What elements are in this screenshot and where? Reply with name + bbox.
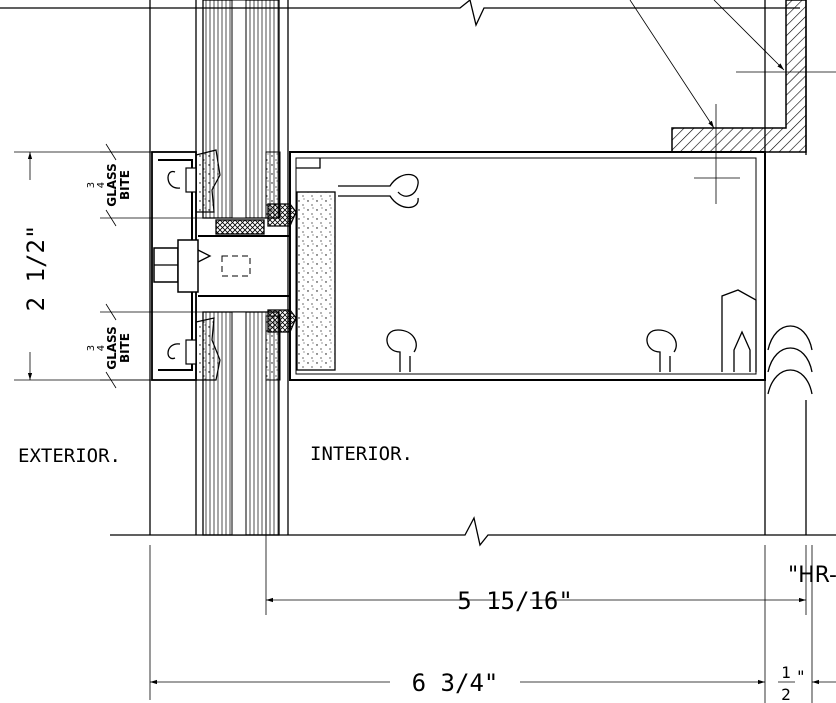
glass-bite-word1-top: GLASS xyxy=(105,163,119,207)
leader-lines xyxy=(629,0,836,204)
glass-bite-word2-top: BITE xyxy=(118,170,132,200)
height-dimension-label: 2 1/2" xyxy=(22,225,50,312)
mullion-tube xyxy=(289,151,766,381)
glass-bite-word1-bottom: GLASS xyxy=(105,326,119,370)
interior-label: INTERIOR. xyxy=(310,443,413,465)
break-line-top xyxy=(0,0,800,27)
exterior-label: EXTERIOR. xyxy=(18,445,121,467)
gap-num: 1 xyxy=(781,663,791,682)
glass-bite-den-bottom: 4 xyxy=(96,345,107,351)
gap-den: 2 xyxy=(781,685,791,703)
break-line-bottom xyxy=(110,516,836,547)
height-dimension xyxy=(14,151,150,381)
glass-bite-label-top: 3 4 GLASS BITE xyxy=(86,163,132,207)
thermal-spacer xyxy=(296,191,336,371)
back-seal xyxy=(767,325,813,395)
glass-bite-num-top: 3 xyxy=(86,182,97,188)
horizontal-dimensions xyxy=(149,330,836,703)
structure-hatch xyxy=(671,0,807,153)
interior-width-label: 5 15/16" xyxy=(457,587,573,615)
glass-bite-num-bottom: 3 xyxy=(86,345,97,351)
glass-bite-den-top: 4 xyxy=(96,182,107,188)
glass-bite-label-bottom: 3 4 GLASS BITE xyxy=(86,326,132,370)
exterior-gaskets xyxy=(195,149,281,381)
partial-callout: "HR- xyxy=(788,563,836,588)
gap-unit: " xyxy=(796,667,806,686)
glass-bite-word2-bottom: BITE xyxy=(118,333,132,363)
overall-width-label: 6 3/4" xyxy=(412,669,499,697)
gap-dimension-label: 1 2 " xyxy=(778,663,806,703)
